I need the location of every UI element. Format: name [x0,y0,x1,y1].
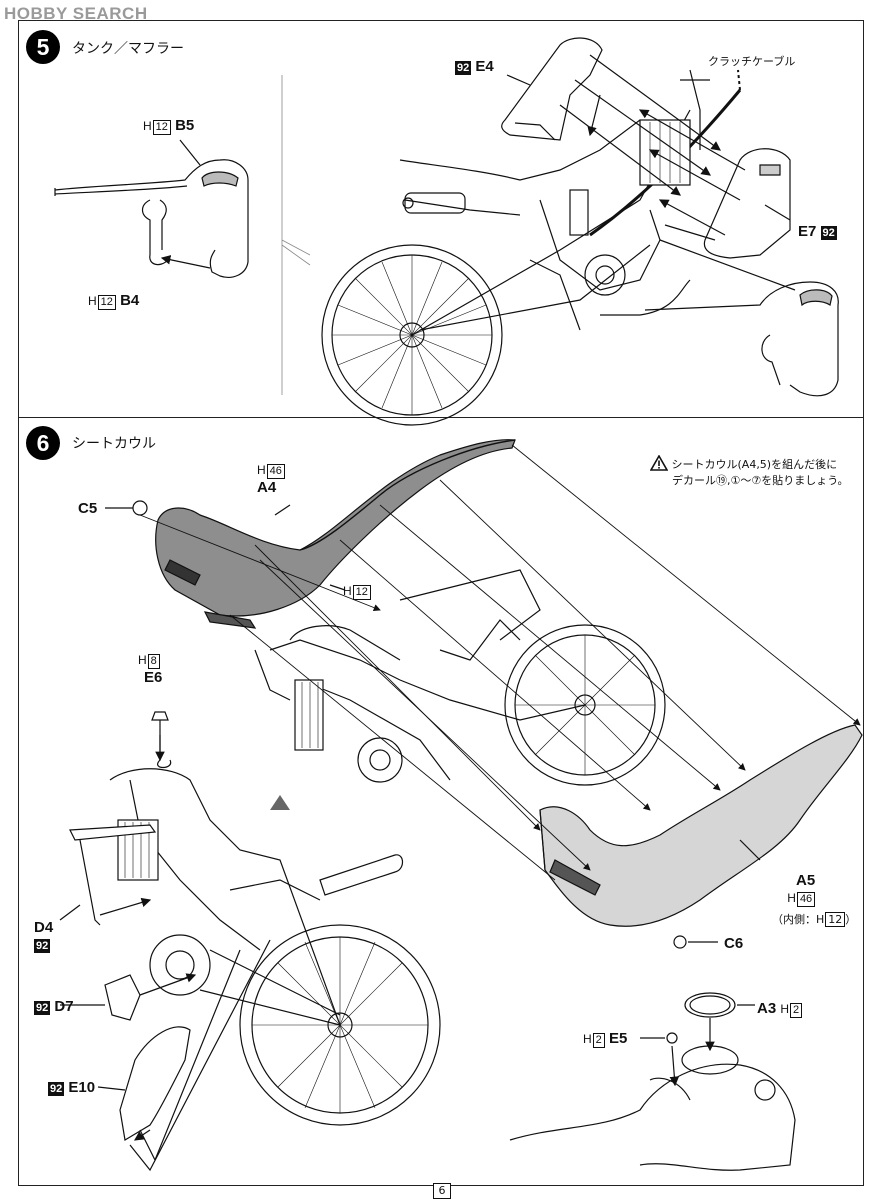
part-label-c6: C6 [724,935,744,952]
page-number: 6 [433,1183,451,1199]
motorcycle-drawing-step6 [254,569,666,786]
tank-parts-step5 [501,37,839,397]
seat-cowl-a4-drawing [105,439,516,629]
muffler-detail-drawing [54,139,249,278]
part-label-e7: E7 92 [798,223,837,240]
part-label-e10: 92 E10 [48,1079,96,1096]
step6-title: シートカウル [72,436,156,452]
step5-title: タンク／マフラー [72,41,184,57]
tank-cap-detail-drawing [509,992,796,1171]
part-label-d7: 92 D7 [34,998,74,1015]
clutch-cable-label: クラッチケーブル [708,55,796,68]
decal-note: シートカウル(A4,5)を組んだ後に デカール⑲,①〜⑦を貼りましょう。 [649,454,849,489]
hobby-search-logo: HOBBY SEARCH [4,4,148,23]
step5-number: 5 [26,30,60,64]
step6-number: 6 [26,426,60,460]
seat-cowl-a5-drawing [539,724,863,949]
warning-icon [649,454,669,471]
part-label-c5: C5 [78,500,98,517]
motorcycle-drawing-lower-left [59,711,441,1172]
part-label-e4: 92 E4 [455,58,494,75]
